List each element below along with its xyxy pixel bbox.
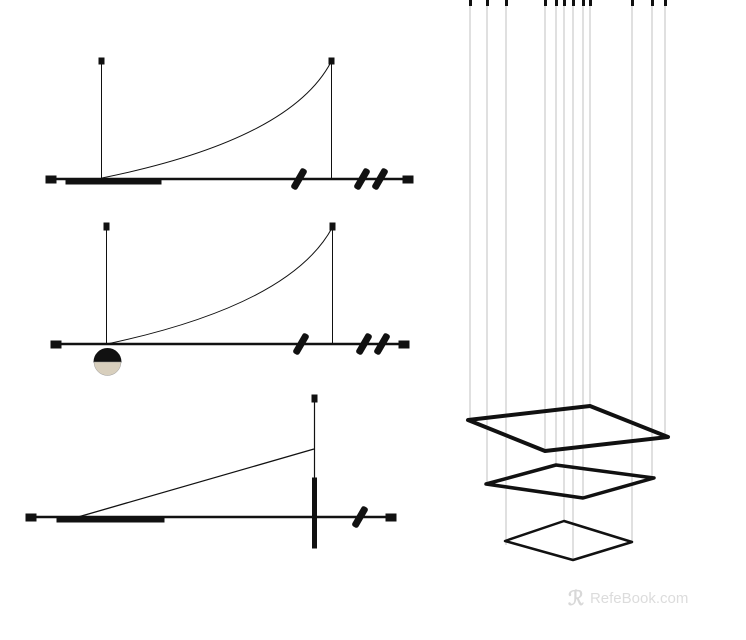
fixture-vertical-rod (25, 394, 397, 549)
watermark-text: RefeBook.com (589, 590, 689, 607)
fixture-globe (50, 222, 410, 376)
watermark-logo-icon: ℛ (568, 588, 584, 610)
fixture-square-rings (466, 0, 670, 562)
fixture-linear-bar (45, 57, 414, 190)
watermark: ℛ RefeBook.com (568, 586, 688, 611)
